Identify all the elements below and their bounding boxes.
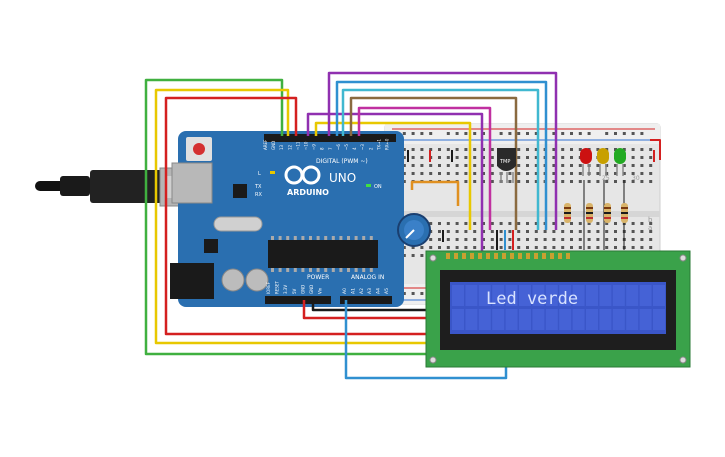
l-label: L <box>258 171 261 177</box>
analog-pin-label: A4 <box>376 288 382 294</box>
resistor-3[interactable] <box>604 203 611 223</box>
power-pin-label: 3.3V <box>283 285 288 294</box>
digital-pin-label: 2 <box>368 147 373 150</box>
resistor-1[interactable] <box>564 203 571 223</box>
on-label: ON <box>374 184 382 190</box>
digital-label: DIGITAL (PWM ~) <box>316 158 368 165</box>
wire-red-rail[interactable] <box>650 139 661 160</box>
capacitor-2 <box>245 268 269 292</box>
digital-pin-label: ~10 <box>304 141 309 150</box>
bb-row-a: a <box>648 224 652 232</box>
wire-blue[interactable] <box>335 80 548 230</box>
lcd-text: Led verde <box>486 289 578 309</box>
sensor-label: TMP <box>499 159 510 165</box>
wire-red-5v[interactable] <box>164 96 438 336</box>
on-led <box>366 184 371 187</box>
digital-header[interactable] <box>264 134 396 142</box>
pot-knob-indicator <box>405 229 415 239</box>
digital-pin-label: AREF <box>263 139 268 150</box>
potentiometer[interactable] <box>397 213 431 247</box>
power-label: POWER <box>307 274 329 281</box>
usb-chip <box>233 184 247 198</box>
wire-red-power[interactable] <box>302 300 432 320</box>
led-yellow[interactable] <box>597 148 609 176</box>
analog-header[interactable] <box>340 296 392 304</box>
power-pin-label: 5V <box>292 288 297 294</box>
bb-row-b: b <box>648 216 653 224</box>
analog-pin-label: A5 <box>384 288 390 294</box>
analog-pin-label: A2 <box>359 288 365 294</box>
digital-pin-label: ~5 <box>344 144 349 150</box>
wire-blue-a0[interactable] <box>344 300 508 380</box>
wire-yellow-right[interactable] <box>314 121 472 230</box>
crystal <box>213 216 263 232</box>
resistor-4[interactable] <box>621 203 628 223</box>
power-pin-label: Vin <box>318 287 323 294</box>
led-red[interactable] <box>580 148 592 176</box>
power-pin-label: GND <box>300 285 305 294</box>
lcd-display[interactable]: Led verde <box>425 250 691 368</box>
wire-magenta-2[interactable] <box>357 106 492 230</box>
resistors[interactable] <box>564 203 628 223</box>
temperature-sensor[interactable]: TMP <box>497 148 516 183</box>
regulator <box>204 239 218 253</box>
wire-purple[interactable] <box>327 71 558 230</box>
bb-number-25: 25 <box>602 175 610 182</box>
arduino-logo-icon <box>284 165 321 185</box>
power-jack <box>170 263 214 299</box>
power-pin-label: IOREF <box>266 281 271 294</box>
digital-pin-label: RX←0 <box>385 138 390 150</box>
wire-cyan[interactable] <box>341 88 540 230</box>
capacitor-1 <box>221 268 245 292</box>
wire-magenta[interactable] <box>306 112 484 255</box>
digital-pin-label: ~9 <box>312 144 317 150</box>
rx-label: RX <box>255 192 262 198</box>
analog-pin-label: A1 <box>350 288 356 294</box>
digital-pin-label: 4 <box>352 147 357 150</box>
leds[interactable] <box>580 148 626 176</box>
power-pin-label: GND <box>309 285 314 294</box>
brand-label: ARDUINO <box>287 188 329 197</box>
digital-pin-label: ~6 <box>336 144 341 150</box>
wire-black-gnd[interactable] <box>311 300 426 312</box>
led-green[interactable] <box>614 148 626 176</box>
resistor-2[interactable] <box>586 203 593 223</box>
analog-pin-label: A0 <box>342 288 348 294</box>
l-led <box>270 171 275 174</box>
analog-label: ANALOG IN <box>351 274 384 281</box>
digital-pin-label: 12 <box>287 144 292 150</box>
reset-button-cap[interactable] <box>193 143 205 155</box>
digital-pin-label: 13 <box>279 144 284 150</box>
atmega-chip <box>268 240 378 268</box>
digital-pin-label: TX→1 <box>376 138 381 151</box>
wire-orange-pot[interactable] <box>410 180 460 206</box>
power-header[interactable] <box>265 296 331 304</box>
wire-yellow-left[interactable] <box>154 88 440 345</box>
model-label: UNO <box>329 171 356 185</box>
digital-pin-label: GND <box>271 141 276 150</box>
analog-pin-label: A3 <box>367 288 373 294</box>
power-pin-label: RESET <box>275 281 280 294</box>
digital-pin-label: 7 <box>328 147 333 150</box>
digital-pin-label: 8 <box>320 147 325 150</box>
lcd-pin-header <box>446 253 570 259</box>
digital-pin-label: ~11 <box>295 141 300 150</box>
tx-label: TX <box>254 184 262 190</box>
digital-pin-label: ~3 <box>360 144 365 150</box>
bb-number-30: 30 <box>632 175 640 182</box>
lcd-cells <box>452 285 665 330</box>
